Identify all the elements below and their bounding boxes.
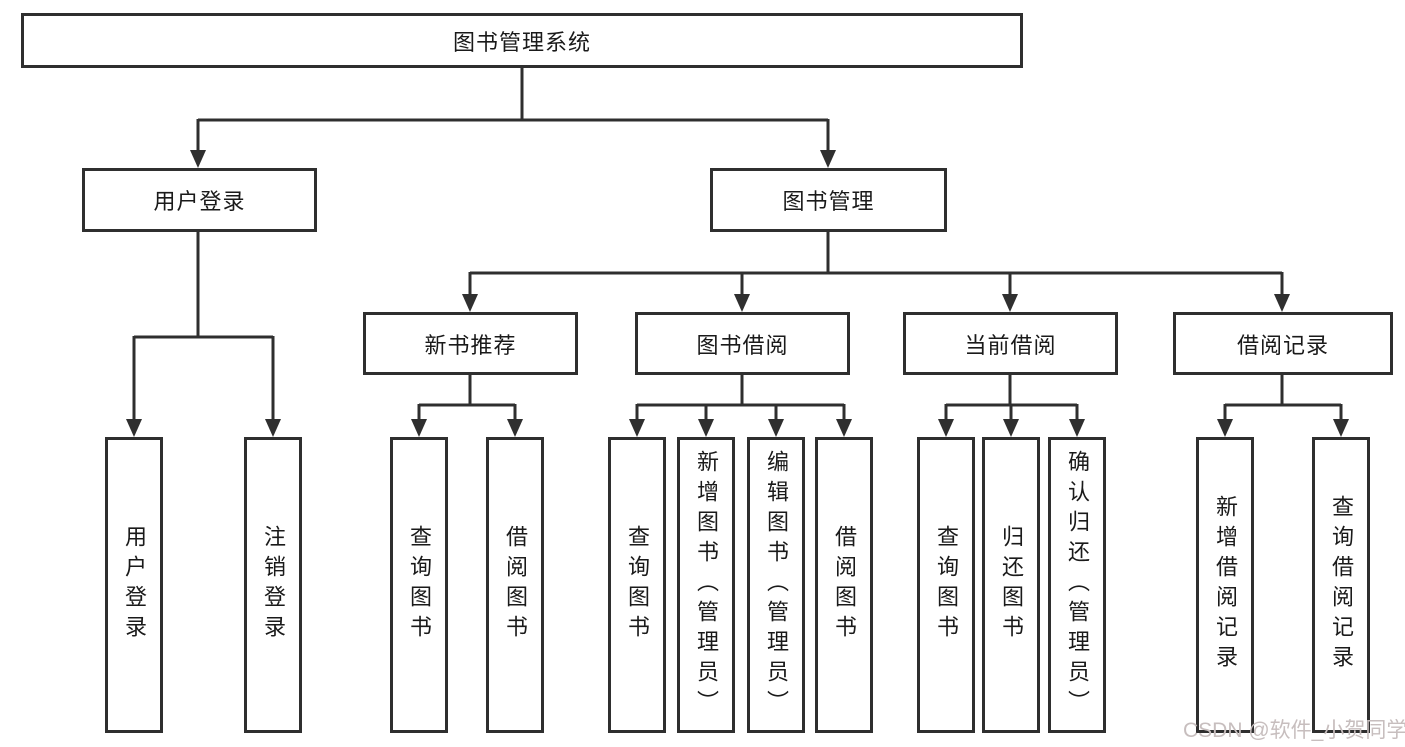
node-label: 查询图书 [625,525,650,645]
node-label: 图书借阅 [696,332,789,358]
node-label: 新增借阅记录 [1213,495,1238,675]
connector-newbookrec-to-leaves [411,375,523,437]
leaf-bb-add-books-admin: 新增图书（管理员） [677,437,735,733]
arrow-down-icon [1002,294,1018,312]
arrow-down-icon [411,419,427,437]
leaf-user-login: 用户登录 [105,437,163,733]
connector-root-to-level2 [190,68,836,168]
node-label: 新书推荐 [424,332,517,358]
arrow-down-icon [190,150,206,168]
connector-userlogin-to-leaves [126,232,281,437]
node-label: 查询图书 [407,525,432,645]
arrow-down-icon [1274,294,1290,312]
node-label: 用户登录 [122,525,147,645]
arrow-down-icon [836,419,852,437]
node-label: 当前借阅 [964,332,1057,358]
node-label: 编辑图书（管理员） [764,450,789,720]
node-label: 图书管理系统 [452,29,591,55]
node-label: 注销登录 [261,525,286,645]
leaf-br-query-record: 查询借阅记录 [1312,437,1370,733]
arrow-down-icon [698,419,714,437]
arrow-down-icon [1333,419,1349,437]
leaf-br-add-record: 新增借阅记录 [1196,437,1254,733]
node-label: 新增图书（管理员） [694,450,719,720]
node-user-login: 用户登录 [82,168,317,232]
node-label: 借阅图书 [503,525,528,645]
node-book-borrowing: 图书借阅 [635,312,850,375]
arrow-down-icon [768,419,784,437]
node-label: 借阅记录 [1236,332,1329,358]
leaf-cb-query-books: 查询图书 [917,437,975,733]
node-label: 用户登录 [153,189,246,214]
arrow-down-icon [938,419,954,437]
leaf-bb-edit-books-admin: 编辑图书（管理员） [747,437,805,733]
node-root-title: 图书管理系统 [21,13,1023,68]
arrow-down-icon [462,294,478,312]
arrow-down-icon [1003,419,1019,437]
csdn-watermark: CSDN @软件_小贺同学 [1183,719,1405,742]
arrow-down-icon [1069,419,1085,437]
node-book-management: 图书管理 [710,168,947,232]
leaf-cb-confirm-return-admin: 确认归还（管理员） [1048,437,1106,733]
node-label: 借阅图书 [832,525,857,645]
node-label: 查询图书 [934,525,959,645]
node-label: 确认归还（管理员） [1065,450,1090,720]
arrow-down-icon [820,150,836,168]
node-current-borrowing: 当前借阅 [903,312,1118,375]
arrow-down-icon [734,294,750,312]
connector-bookborrow-to-leaves [629,375,852,437]
arrow-down-icon [629,419,645,437]
node-new-book-recommendation: 新书推荐 [363,312,578,375]
node-label: 图书管理 [782,189,875,214]
arrow-down-icon [507,419,523,437]
node-label: 归还图书 [999,525,1024,645]
leaf-cb-return-books: 归还图书 [982,437,1040,733]
arrow-down-icon [265,419,281,437]
leaf-bb-query-books: 查询图书 [608,437,666,733]
arrow-down-icon [126,419,142,437]
leaf-bb-borrow-books: 借阅图书 [815,437,873,733]
node-borrowing-records: 借阅记录 [1173,312,1393,375]
connector-currentborrow-to-leaves [938,375,1085,437]
connector-bookmgmt-to-level3 [462,232,1290,312]
leaf-rec-borrow-books: 借阅图书 [486,437,544,733]
leaf-rec-query-books: 查询图书 [390,437,448,733]
connector-borrowrecord-to-leaves [1217,375,1349,437]
node-label: 查询借阅记录 [1329,495,1354,675]
arrow-down-icon [1217,419,1233,437]
leaf-logout: 注销登录 [244,437,302,733]
